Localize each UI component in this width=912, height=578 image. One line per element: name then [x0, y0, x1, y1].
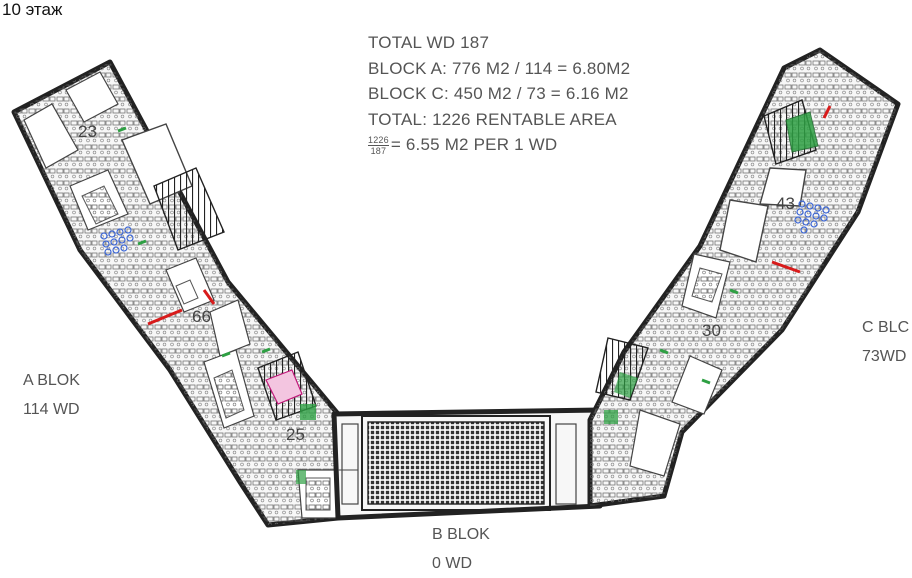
a-block-meeting-seats — [100, 226, 134, 256]
floor-plan: 23 66 25 43 30 — [11, 47, 901, 528]
b-block-wd: 0 WD — [432, 555, 472, 572]
ratio-text: = 6.55 M2 PER 1 WD — [390, 135, 558, 154]
ratio-line: 1226 187 = 6.55 M2 PER 1 WD — [368, 132, 630, 158]
zone-number-25: 25 — [286, 425, 305, 444]
zone-number-23: 23 — [78, 122, 97, 141]
ratio-fraction: 1226 187 — [368, 135, 389, 156]
zone-number-66: 66 — [192, 307, 211, 326]
ratio-numerator: 1226 — [368, 135, 389, 147]
block-a-ratio-line: BLOCK A: 776 M2 / 114 = 6.80M2 — [368, 58, 631, 78]
c-block-label: C BLC 73WD — [862, 313, 909, 371]
c-block-wing — [587, 47, 901, 509]
c-block-meeting-seats — [794, 200, 830, 234]
total-wd-line: TOTAL WD 187 — [368, 33, 490, 52]
zone-number-30: 30 — [702, 321, 721, 340]
ratio-denominator: 187 — [370, 146, 387, 157]
b-block-name: B BLOK — [432, 526, 490, 543]
a-block-label: A BLOK 114 WD — [23, 366, 80, 424]
floor-label: 10 этаж — [2, 0, 63, 19]
a-block-name: A BLOK — [23, 372, 80, 389]
area-stats: TOTAL WD 187 BLOCK A: 776 M2 / 114 = 6.8… — [368, 30, 630, 158]
b-block-core — [331, 407, 603, 521]
a-block-wd: 114 WD — [23, 401, 80, 418]
b-block-label: B BLOK 0 WD — [432, 520, 490, 578]
zone-number-43: 43 — [776, 194, 795, 213]
atrium-grid — [367, 421, 545, 505]
a-block-wing — [11, 59, 341, 528]
block-c-ratio-line: BLOCK C: 450 M2 / 73 = 6.16 M2 — [368, 84, 629, 103]
total-area-line: TOTAL: 1226 RENTABLE AREA — [368, 109, 617, 129]
c-block-wd: 73WD — [862, 348, 907, 365]
c-block-name: C BLC — [862, 319, 910, 336]
